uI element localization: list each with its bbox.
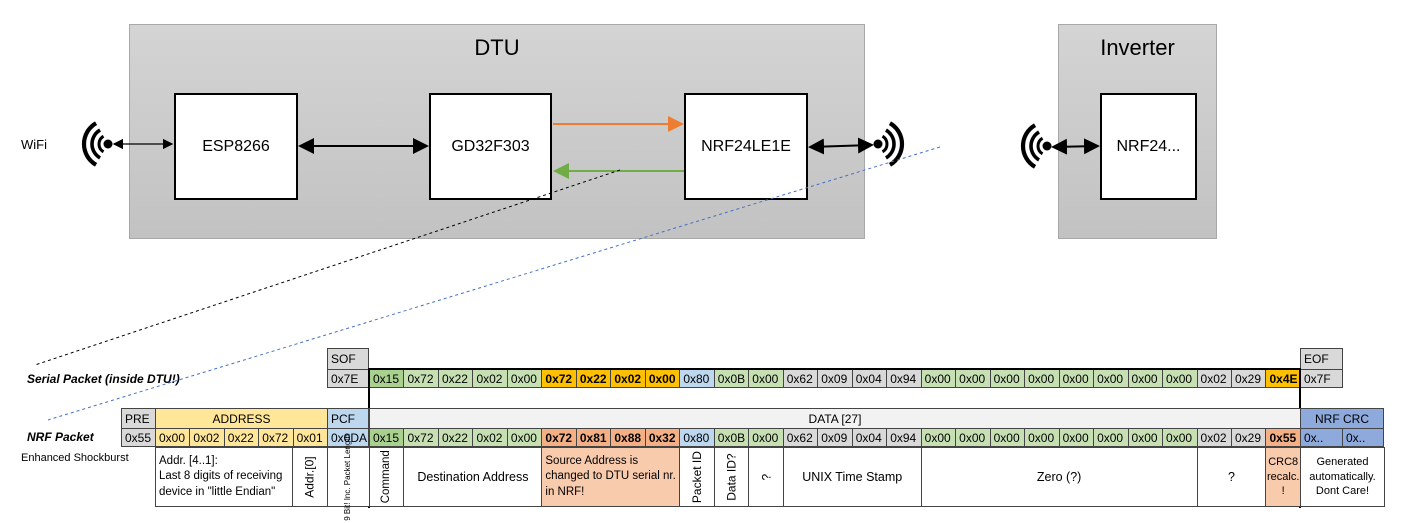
inverter-antenna-arrow [1051,138,1100,155]
field-description-text: Source Address is changed to DTU serial … [545,454,676,498]
serial-byte: 0x00 [1058,369,1095,388]
nrf-byte: 0x00 [920,428,957,447]
serial-byte: 0x02 [472,369,508,388]
nrf-byte: 0x00 [1162,428,1198,447]
field-description: CRC8 recalc. ! [1265,447,1301,507]
serial-byte: 0x00 [955,369,991,388]
nrf-byte: 0x62 [782,428,819,447]
nrf24le1e-chip: NRF24LE1E [684,93,808,200]
nrf-antenna-arrow [808,137,874,155]
field-description: Data ID? [713,447,750,507]
serial-byte: 0x00 [1127,369,1164,388]
serial-byte: 0x00 [644,369,681,388]
field-description: Addr. [4..1]: Last 8 digits of receiving… [155,447,293,507]
serial-dashed-connector [34,169,621,366]
nrf-byte: 0x09 [817,428,853,447]
address-byte: 0x72 [258,428,294,447]
gd32-chip: GD32F303 [429,93,552,200]
nrf-byte: 0x04 [851,428,888,447]
nrf-byte: 0x94 [886,428,922,447]
field-description-text: CRC8 recalc. ! [1267,455,1300,498]
nrf-byte: 0x29 [1231,428,1267,447]
field-description-text: ? [1228,469,1235,484]
nrf-dashed-connector [47,146,941,421]
nrf-byte: 0x80 [679,428,715,447]
field-description-text: UNIX Time Stamp [802,469,903,484]
wifi-icon-inverter [1020,123,1052,169]
serial-byte: 0x00 [506,369,543,388]
wifi-label: WiFi [21,137,47,152]
field-description-text: Generated automatically. Dont Care! [1309,455,1376,498]
nrf-crc-byte: 0x.. [1342,428,1384,447]
nrf-byte: 0x00 [748,428,784,447]
field-description: Generated automatically. Dont Care! [1300,447,1385,507]
pcf-byte: 0x0DA [327,428,369,447]
wifi-icon-dtu-nrf [873,121,905,167]
nrf-byte: 0x00 [506,428,543,447]
field-description: Zero (?) [920,447,1198,507]
nrf-byte: 0x22 [437,428,474,447]
nrf-crc-byte: 0x.. [1300,428,1343,447]
dtu-title: DTU [474,35,520,60]
esp8266-chip: ESP8266 [174,93,298,200]
serial-byte: 0x04 [851,369,888,388]
address-byte: 0x22 [223,428,260,447]
nrf-packet-label: NRF Packet [27,430,94,444]
nrf-byte: 0x00 [955,428,991,447]
pcf-header: PCF [327,408,369,429]
nrf-byte: 0x0B [713,428,750,447]
address-byte: 0x01 [292,428,328,447]
serial-byte: 0x80 [679,369,715,388]
field-description: 9 Bit! Inc. Packet Length [327,434,370,520]
nrf-byte: 0x00 [1127,428,1164,447]
nrf-byte: 0x02 [472,428,508,447]
serial-byte: 0x22 [575,369,612,388]
nrf-byte: 0x88 [610,428,646,447]
nrf-byte: 0x32 [644,428,681,447]
inverter-title: Inverter [1100,35,1175,60]
nrf-byte: 0x15 [369,428,405,447]
field-description-text: Destination Address [417,469,529,484]
field-description: Command [369,447,405,507]
serial-packet-label: Serial Packet (inside DTU!) [27,372,180,386]
pre-header: PRE [121,408,156,429]
wifi-icon-esp [81,121,113,167]
field-description: Packet ID [679,447,715,507]
field-description-text: Addr. [4..1]: Last 8 digits of receiving… [159,454,283,498]
nrf-sublabel: Enhanced Shockburst [21,452,129,464]
nrf-byte: 0x00 [1024,428,1060,447]
field-description-text: Zero (?) [1036,469,1082,484]
field-description: UNIX Time Stamp [782,447,922,507]
nrf-byte: 0x55 [1265,428,1301,447]
nrf-byte: 0x00 [1093,428,1129,447]
nrf-byte: 0x81 [575,428,612,447]
address-byte: 0x00 [155,428,191,447]
inverter-nrf-chip: NRF24... [1100,93,1197,200]
pre-byte: 0x55 [121,428,156,447]
serial-byte: 0x02 [610,369,646,388]
nrf-byte: 0x00 [989,428,1026,447]
eof-byte: 0x7F [1300,369,1343,388]
serial-byte: 0x72 [541,369,577,388]
field-description: Destination Address [403,447,543,507]
